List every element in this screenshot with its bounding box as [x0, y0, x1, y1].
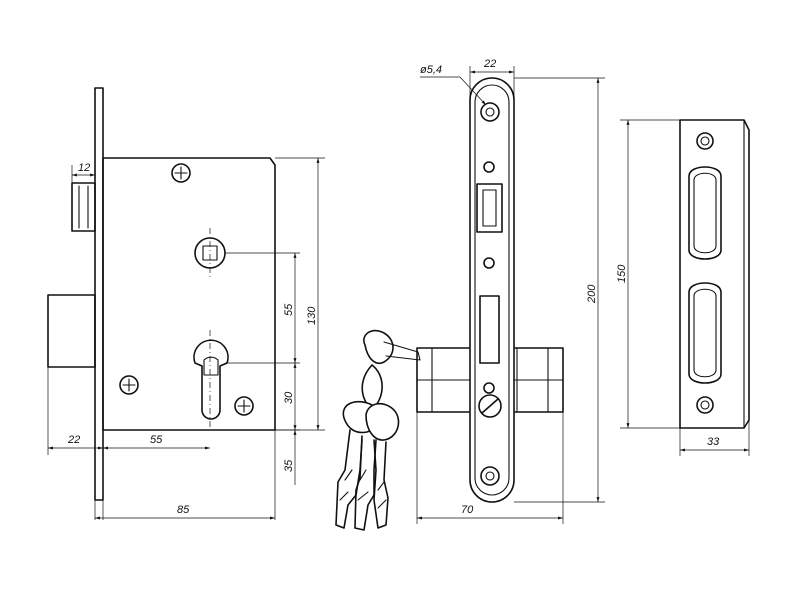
keys-icon: [335, 329, 421, 531]
dim-200: 200: [586, 284, 598, 304]
slotted-screw-icon: [478, 394, 502, 418]
faceplate-front: [469, 77, 515, 503]
deadbolt-opening: [479, 295, 500, 364]
screw-icon: [119, 375, 139, 395]
dim-35: 35: [283, 459, 295, 472]
screw-icon: [171, 163, 191, 183]
strike-hole-bottom: [696, 396, 714, 414]
dim-30: 30: [283, 391, 295, 404]
screw-icon: [234, 396, 254, 416]
fixing-hole-top: [480, 102, 500, 122]
latch-opening: [476, 183, 503, 233]
strike-hole-top: [696, 132, 714, 150]
lock-body-view: 12 130 55 30 35 22 55 85: [47, 87, 325, 520]
strike-plate-view: 150 33: [616, 119, 750, 456]
cylinder-hole: [193, 339, 229, 420]
dead-bolt: [47, 294, 96, 368]
dim-12: 12: [78, 162, 90, 174]
dim-22-top: 22: [483, 58, 496, 70]
small-screw-icon: [483, 382, 495, 394]
strike-slot-upper: [688, 166, 722, 260]
faceplate-side: [94, 87, 104, 501]
small-screw-icon: [483, 161, 495, 173]
dim-55-vertical: 55: [283, 303, 295, 316]
small-screw-icon: [483, 257, 495, 269]
dim-150: 150: [616, 264, 628, 283]
dim-22-left: 22: [67, 434, 80, 446]
dim-diameter: ø5,4: [420, 64, 442, 76]
dim-130: 130: [306, 306, 318, 325]
latch-bolt: [71, 182, 96, 232]
strike-slot-lower: [688, 282, 722, 384]
dim-85: 85: [177, 504, 190, 516]
fixing-hole-bottom: [480, 466, 500, 486]
dim-55-horizontal: 55: [150, 434, 163, 446]
lock-case: [102, 157, 276, 431]
faceplate-view: ø5,4 22 200 70: [335, 58, 605, 531]
dim-70: 70: [461, 504, 474, 516]
dim-33: 33: [707, 436, 720, 448]
